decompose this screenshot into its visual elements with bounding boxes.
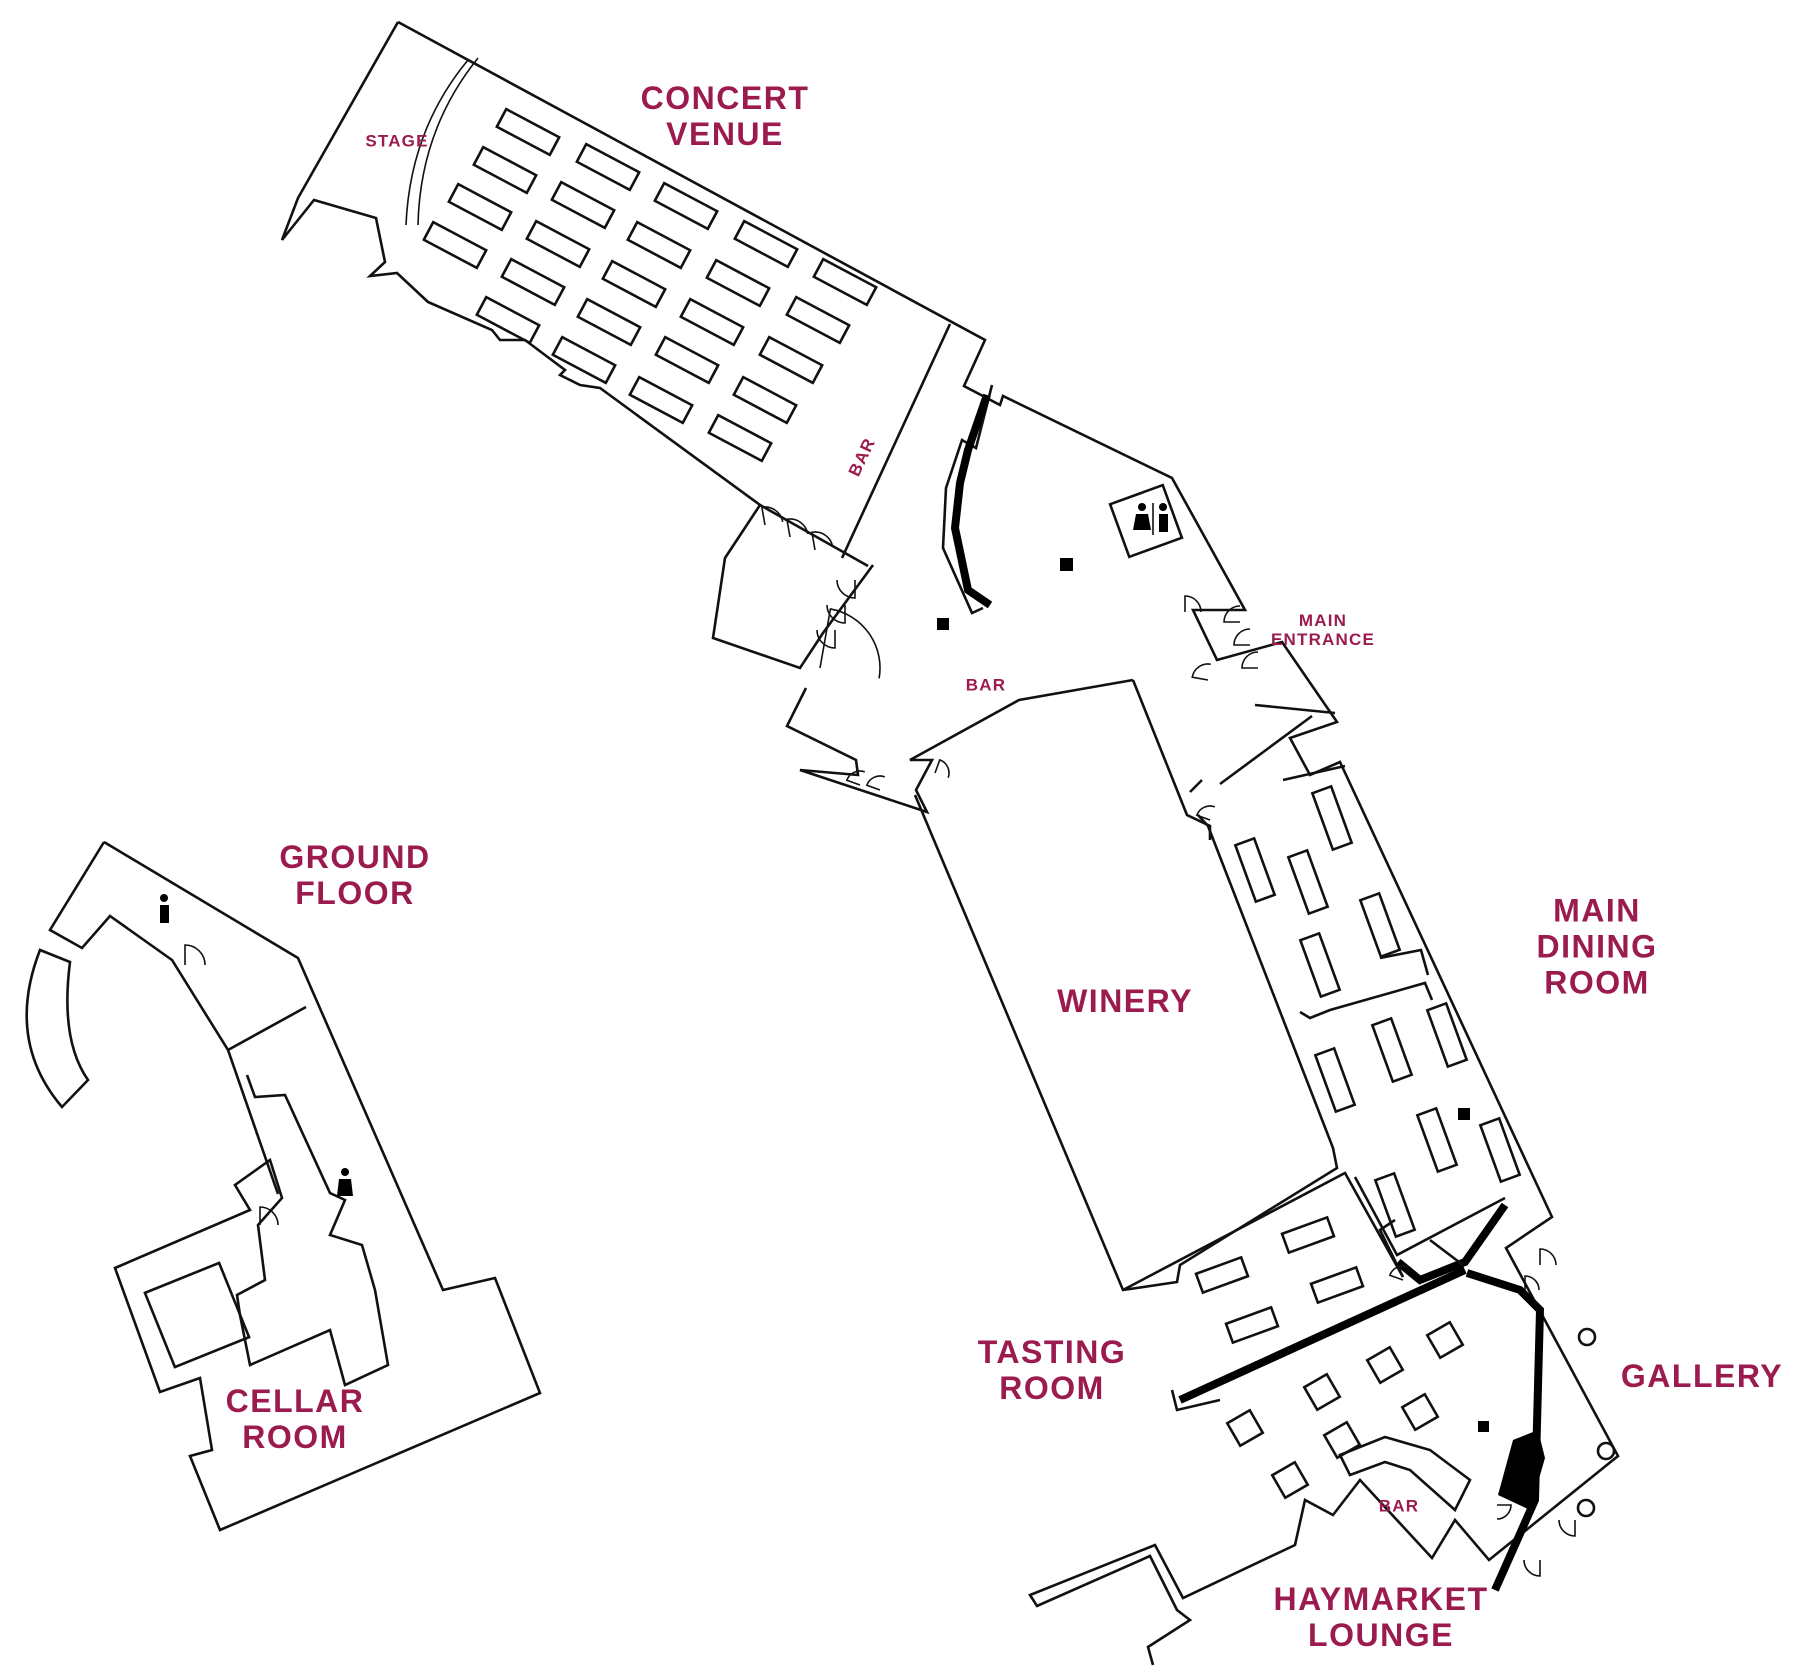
door-swing [810, 531, 834, 551]
seating-bench [575, 142, 641, 192]
door-swing [184, 944, 206, 966]
lounge-table [1322, 1420, 1362, 1460]
dining-table [1425, 1001, 1469, 1069]
tasting-table [1224, 1305, 1280, 1345]
concert-venue-label: CONCERT VENUE [640, 80, 810, 152]
concert-seating [422, 107, 878, 463]
seating-bench [733, 219, 799, 269]
haymarket-lounge-label: HAYMARKET LOUNGE [1273, 1581, 1489, 1653]
door-swing [934, 758, 950, 779]
dining-table [1415, 1106, 1459, 1174]
door-swing [845, 770, 866, 786]
door-swing [865, 775, 886, 791]
seating-bench [758, 335, 824, 385]
dining-table [1358, 891, 1402, 959]
seating-bench [654, 335, 720, 385]
ground-floor-area [25, 840, 542, 1532]
cellar-room-label: CELLAR ROOM [225, 1383, 365, 1455]
dining-table [1233, 836, 1277, 904]
door-swing [1184, 595, 1202, 613]
haymarket-lounge-area [1338, 1269, 1545, 1592]
bar-lounge-label: BAR [1378, 1496, 1420, 1516]
door-swing [259, 1206, 279, 1226]
dining-table [1370, 1016, 1414, 1084]
doors [184, 506, 1576, 1577]
door-swing [1241, 651, 1259, 669]
door-swing [1539, 1248, 1557, 1266]
lounge-table [1302, 1372, 1342, 1412]
seating-bench [447, 182, 513, 232]
door-swing [1191, 663, 1211, 681]
winery-label: WINERY [1057, 983, 1193, 1020]
seating-bench [705, 258, 771, 308]
door-swing [1388, 1265, 1409, 1281]
seating-bench [601, 259, 667, 309]
tasting-room-label: TASTING ROOM [977, 1334, 1127, 1406]
tasting-table [1280, 1215, 1336, 1255]
door-swing [836, 579, 856, 599]
door-swing [785, 518, 809, 538]
dining-table [1478, 1116, 1522, 1184]
ground-floor-label: GROUND FLOOR [279, 839, 431, 911]
main-entrance-label: MAIN ENTRANCE [1270, 610, 1376, 649]
dining-table [1298, 931, 1342, 999]
lounge-table [1400, 1392, 1440, 1432]
dining-table [1313, 1046, 1357, 1114]
door-swing [1496, 1504, 1512, 1520]
lounge-table [1365, 1345, 1405, 1385]
door-swing [1195, 805, 1216, 821]
seating-bench [495, 107, 561, 157]
lounge-table [1225, 1408, 1265, 1448]
door-swing [1223, 605, 1241, 623]
seating-bench [576, 297, 642, 347]
door-swing [819, 607, 881, 679]
tasting-table [1309, 1265, 1365, 1305]
seating-bench [679, 297, 745, 347]
door-swing [1524, 1275, 1540, 1291]
seating-bench [551, 335, 617, 385]
male-restroom-icon [1159, 503, 1168, 532]
columns [937, 558, 1616, 1518]
door-swing [826, 604, 846, 624]
seating-bench [500, 257, 566, 307]
door-swing [1233, 628, 1251, 646]
seating-bench [626, 220, 692, 270]
main-dining-room-label: MAIN DINING ROOM [1536, 892, 1658, 1000]
gallery-label: GALLERY [1620, 1358, 1784, 1395]
stage-label: STAGE [365, 131, 429, 151]
dining-table [1373, 1171, 1417, 1239]
bar-winery-label: BAR [965, 675, 1007, 695]
seating-bench [785, 295, 851, 345]
seating-bench [707, 413, 773, 463]
door-swing [1523, 1559, 1541, 1577]
winery-area [913, 679, 1509, 1412]
restroom-icon [1108, 483, 1184, 559]
female-restroom-icon [337, 1168, 353, 1196]
lounge-table [1270, 1460, 1310, 1500]
male-restroom-icon [160, 894, 169, 923]
female-restroom-icon [1133, 503, 1151, 530]
seating-bench [653, 181, 719, 231]
dining-table [1310, 784, 1354, 852]
door-swing [760, 506, 784, 526]
seating-bench [812, 257, 878, 307]
tasting-table [1194, 1255, 1250, 1295]
door-swing [1558, 1519, 1576, 1537]
seating-bench [732, 375, 798, 425]
seating-bench [422, 220, 488, 270]
seating-bench [525, 219, 591, 269]
seating-bench [628, 375, 694, 425]
dining-table [1286, 848, 1330, 916]
lounge-table [1425, 1320, 1465, 1360]
seating-bench [475, 295, 541, 345]
dining-tables [1194, 784, 1522, 1500]
seating-bench [472, 145, 538, 195]
concert-venue-area [280, 20, 1620, 1666]
seating-bench [550, 180, 616, 230]
